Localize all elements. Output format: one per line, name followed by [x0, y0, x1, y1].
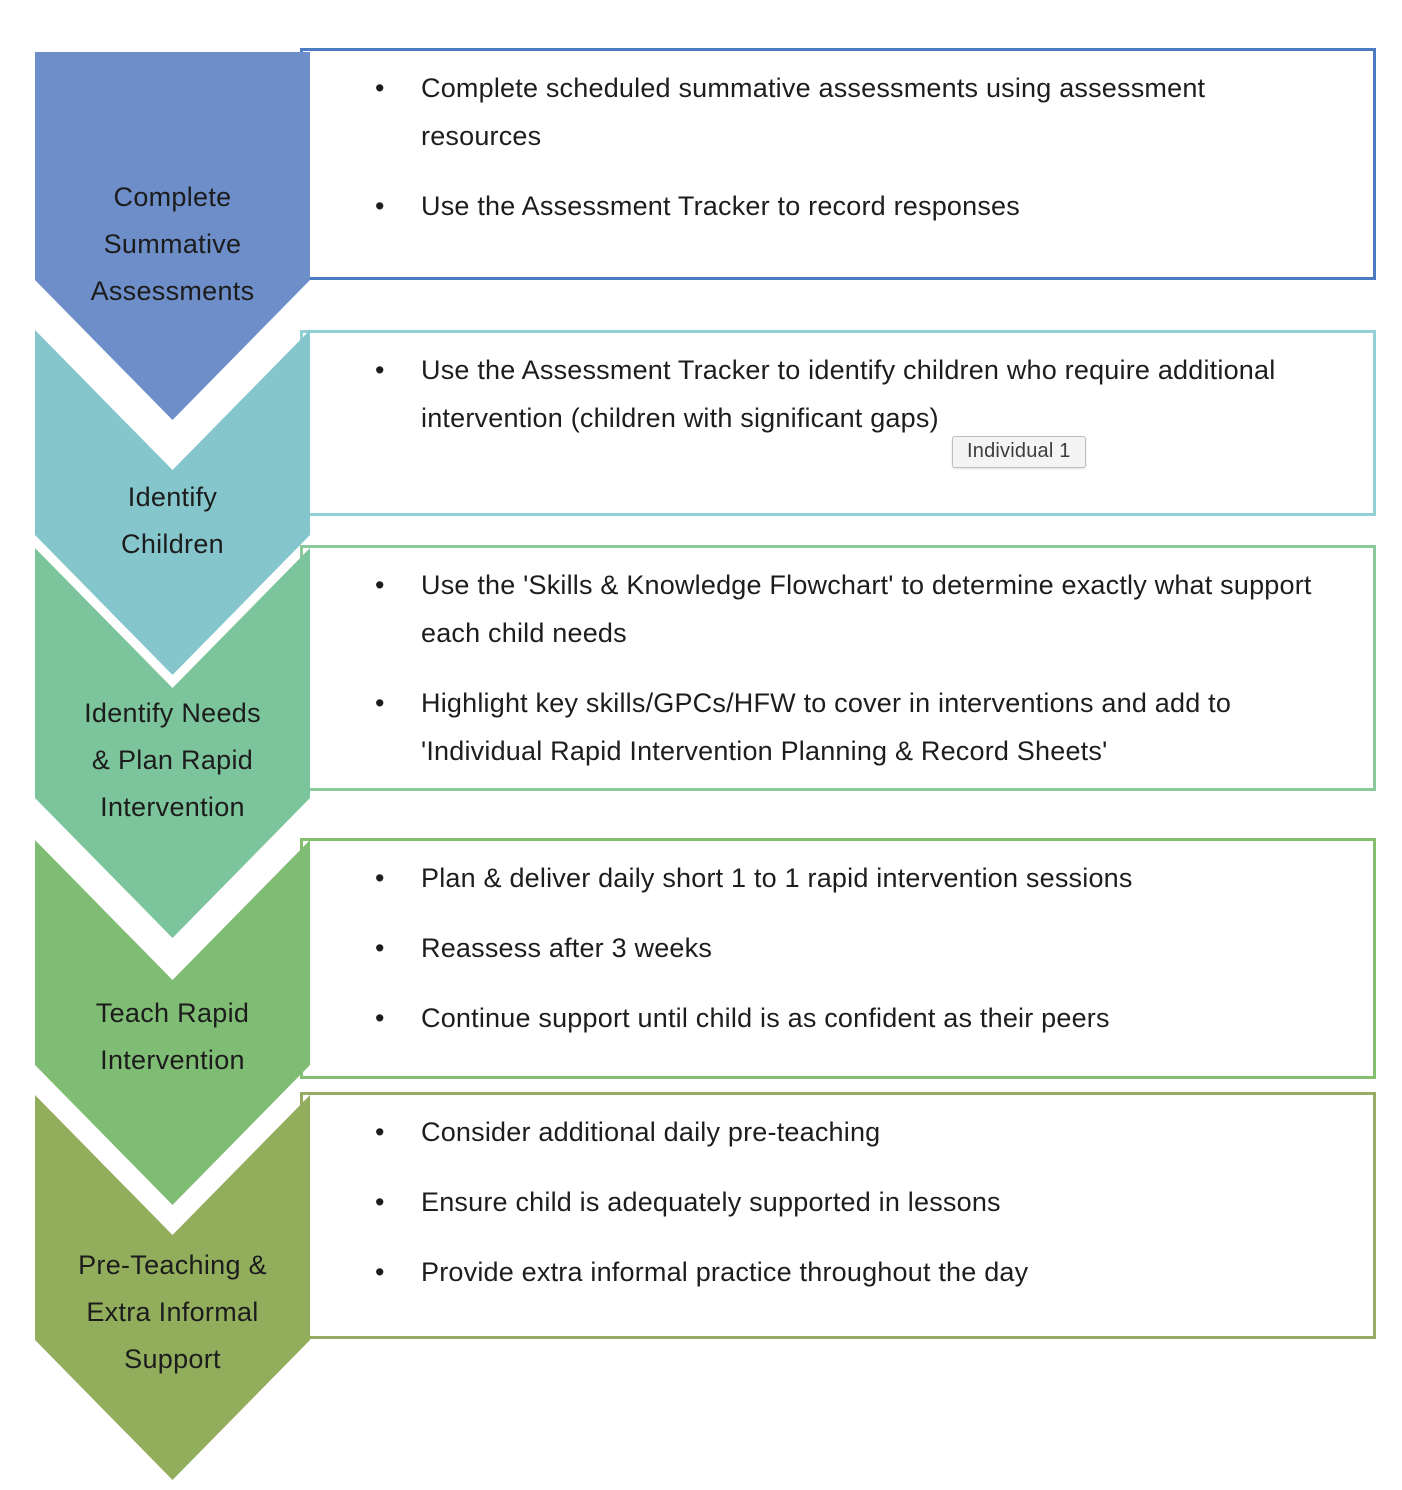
bullet-text: Provide extra informal practice througho…	[421, 1257, 1029, 1287]
bullet-text: Use the 'Skills & Knowledge Flowchart' t…	[421, 570, 1312, 648]
tooltip-individual-1: Individual 1	[952, 436, 1086, 468]
chevron-arrow-icon	[35, 840, 310, 1205]
chevron-shape	[35, 548, 310, 938]
chevron-shape	[35, 52, 310, 420]
bullet-item: • Use the Assessment Tracker to identify…	[375, 346, 1333, 442]
chevron-step-identify-needs-plan-rapid-intervention: Identify Needs & Plan Rapid Intervention	[35, 548, 310, 938]
bullet-item: • Use the 'Skills & Knowledge Flowchart'…	[375, 561, 1333, 657]
bullet-item: • Plan & deliver daily short 1 to 1 rapi…	[375, 854, 1333, 902]
bullet-item: • Complete scheduled summative assessmen…	[375, 64, 1333, 160]
chevron-label: Identify Needs & Plan Rapid Intervention	[84, 698, 261, 822]
bullet-text: Consider additional daily pre-teaching	[421, 1117, 881, 1147]
bullet-icon: •	[375, 355, 385, 385]
step-box-pre-teaching-extra-informal-support: • Consider additional daily pre-teaching…	[300, 1092, 1376, 1339]
bullet-icon: •	[375, 73, 385, 103]
bullet-item: • Highlight key skills/GPCs/HFW to cover…	[375, 679, 1333, 775]
bullet-item: • Consider additional daily pre-teaching	[375, 1108, 1333, 1156]
chevron-label: Teach Rapid Intervention	[95, 998, 250, 1075]
bullet-icon: •	[375, 1187, 385, 1217]
step-box-teach-rapid-intervention: • Plan & deliver daily short 1 to 1 rapi…	[300, 838, 1376, 1079]
chevron-label: Pre-Teaching & Extra Informal Support	[78, 1250, 267, 1374]
step-box-identify-needs-plan-rapid-intervention: • Use the 'Skills & Knowledge Flowchart'…	[300, 545, 1376, 791]
bullet-item: • Provide extra informal practice throug…	[375, 1248, 1333, 1296]
bullet-icon: •	[375, 191, 385, 221]
bullet-icon: •	[375, 688, 385, 718]
chevron-arrow-icon	[35, 548, 310, 938]
bullet-text: Reassess after 3 weeks	[421, 933, 713, 963]
bullet-text: Use the Assessment Tracker to record res…	[421, 191, 1020, 221]
bullet-icon: •	[375, 1117, 385, 1147]
bullet-item: • Continue support until child is as con…	[375, 994, 1333, 1042]
chevron-step-teach-rapid-intervention: Teach Rapid Intervention	[35, 840, 310, 1205]
chevron-shape	[35, 840, 310, 1205]
bullet-icon: •	[375, 933, 385, 963]
bullet-item: • Reassess after 3 weeks	[375, 924, 1333, 972]
bullet-text: Ensure child is adequately supported in …	[421, 1187, 1001, 1217]
chevron-shape	[35, 1095, 310, 1480]
bullet-text: Complete scheduled summative assessments…	[421, 73, 1206, 151]
chevron-arrow-icon	[35, 1095, 310, 1480]
bullet-icon: •	[375, 863, 385, 893]
chevron-label: Complete Summative Assessments	[90, 182, 255, 306]
chevron-arrow-icon	[35, 52, 310, 420]
chevron-step-complete-summative-assessments: Complete Summative Assessments	[35, 52, 310, 420]
chevron-shape	[35, 330, 310, 675]
chevron-label: Identify Children	[121, 482, 224, 559]
step-box-complete-summative-assessments: • Complete scheduled summative assessmen…	[300, 48, 1376, 280]
bullet-text: Plan & deliver daily short 1 to 1 rapid …	[421, 863, 1133, 893]
chevron-arrow-icon	[35, 330, 310, 675]
chevron-step-pre-teaching-extra-informal-support: Pre-Teaching & Extra Informal Support	[35, 1095, 310, 1480]
step-box-identify-children: • Use the Assessment Tracker to identify…	[300, 330, 1376, 516]
chevron-step-identify-children: Identify Children	[35, 330, 310, 675]
bullet-item: • Use the Assessment Tracker to record r…	[375, 182, 1333, 230]
bullet-icon: •	[375, 1257, 385, 1287]
bullet-icon: •	[375, 570, 385, 600]
bullet-text: Continue support until child is as confi…	[421, 1003, 1110, 1033]
bullet-text: Highlight key skills/GPCs/HFW to cover i…	[421, 688, 1232, 766]
bullet-text: Use the Assessment Tracker to identify c…	[421, 355, 1276, 433]
bullet-item: • Ensure child is adequately supported i…	[375, 1178, 1333, 1226]
bullet-icon: •	[375, 1003, 385, 1033]
